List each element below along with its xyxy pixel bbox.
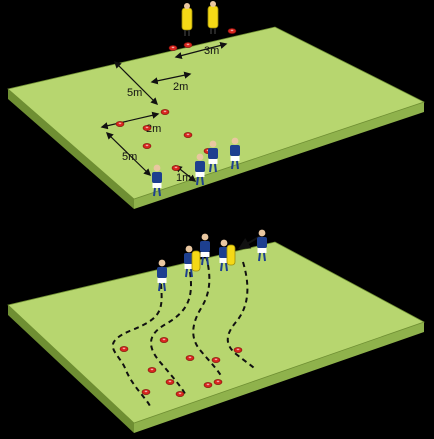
rugby-player-icon <box>200 233 210 266</box>
cone-marker-icon <box>183 132 193 138</box>
cone-marker-icon <box>141 389 151 395</box>
bottom-cones <box>119 337 243 397</box>
rugby-player-icon <box>208 140 218 173</box>
bottom-pitch-front-edge <box>134 322 424 433</box>
player-with-pad-icon <box>219 239 236 272</box>
cone-marker-icon <box>227 28 237 34</box>
measure-line-pads <box>174 41 228 60</box>
movement-arrow-icon <box>237 233 265 250</box>
rugby-player-icon <box>152 164 162 197</box>
cone-marker-icon <box>160 109 170 115</box>
top-tackle-pads <box>181 1 219 36</box>
bottom-pitch <box>7 241 425 433</box>
measure-label-diag-lower: 5m <box>122 151 137 163</box>
route-line-2 <box>150 271 192 397</box>
rugby-player-icon <box>257 229 267 262</box>
cone-marker-icon <box>171 165 181 171</box>
cone-marker-icon <box>183 42 193 48</box>
cone-marker-icon <box>168 45 178 51</box>
cone-marker-icon <box>213 379 223 385</box>
bottom-routes <box>111 233 265 407</box>
rugby-player-icon <box>230 137 240 170</box>
rugby-player-icon <box>195 153 205 186</box>
player-with-pad-icon <box>184 245 201 278</box>
cone-marker-icon <box>233 347 243 353</box>
route-line-1 <box>111 283 163 407</box>
bottom-pitch-left-edge <box>8 305 134 433</box>
rugby-player-icon <box>157 259 167 292</box>
measure-line-diag-lower <box>105 131 152 177</box>
cone-marker-icon <box>165 379 175 385</box>
measure-line-step-upper <box>150 71 192 85</box>
cone-marker-icon <box>147 367 157 373</box>
measure-label-start-gap: 1m <box>176 172 191 184</box>
tackle-pad-icon <box>207 1 219 34</box>
top-cones <box>115 28 237 171</box>
top-pitch-left-edge <box>8 89 134 209</box>
cone-marker-icon <box>175 391 185 397</box>
measure-label-diag-upper: 5m <box>127 87 142 99</box>
cone-marker-icon <box>142 143 152 149</box>
top-measurement-labels: 3m 5m 2m 2m 5m 1m <box>122 45 219 184</box>
measure-label-step-upper: 2m <box>173 81 188 93</box>
measure-line-step-lower <box>100 111 160 130</box>
measure-line-diag-upper <box>113 60 159 106</box>
bottom-players <box>157 229 267 292</box>
cone-marker-icon <box>115 121 125 127</box>
measure-label-pads: 3m <box>204 45 219 57</box>
cone-marker-icon <box>142 125 152 131</box>
cone-marker-icon <box>203 382 213 388</box>
cone-marker-icon <box>159 337 169 343</box>
top-pitch-front-edge <box>134 102 424 209</box>
top-players <box>152 137 240 197</box>
tackle-pad-icon <box>181 3 193 36</box>
cone-marker-icon <box>185 355 195 361</box>
cone-marker-icon <box>211 357 221 363</box>
cone-marker-icon <box>119 346 129 352</box>
top-measurements <box>100 41 228 182</box>
route-line-3 <box>192 255 223 379</box>
